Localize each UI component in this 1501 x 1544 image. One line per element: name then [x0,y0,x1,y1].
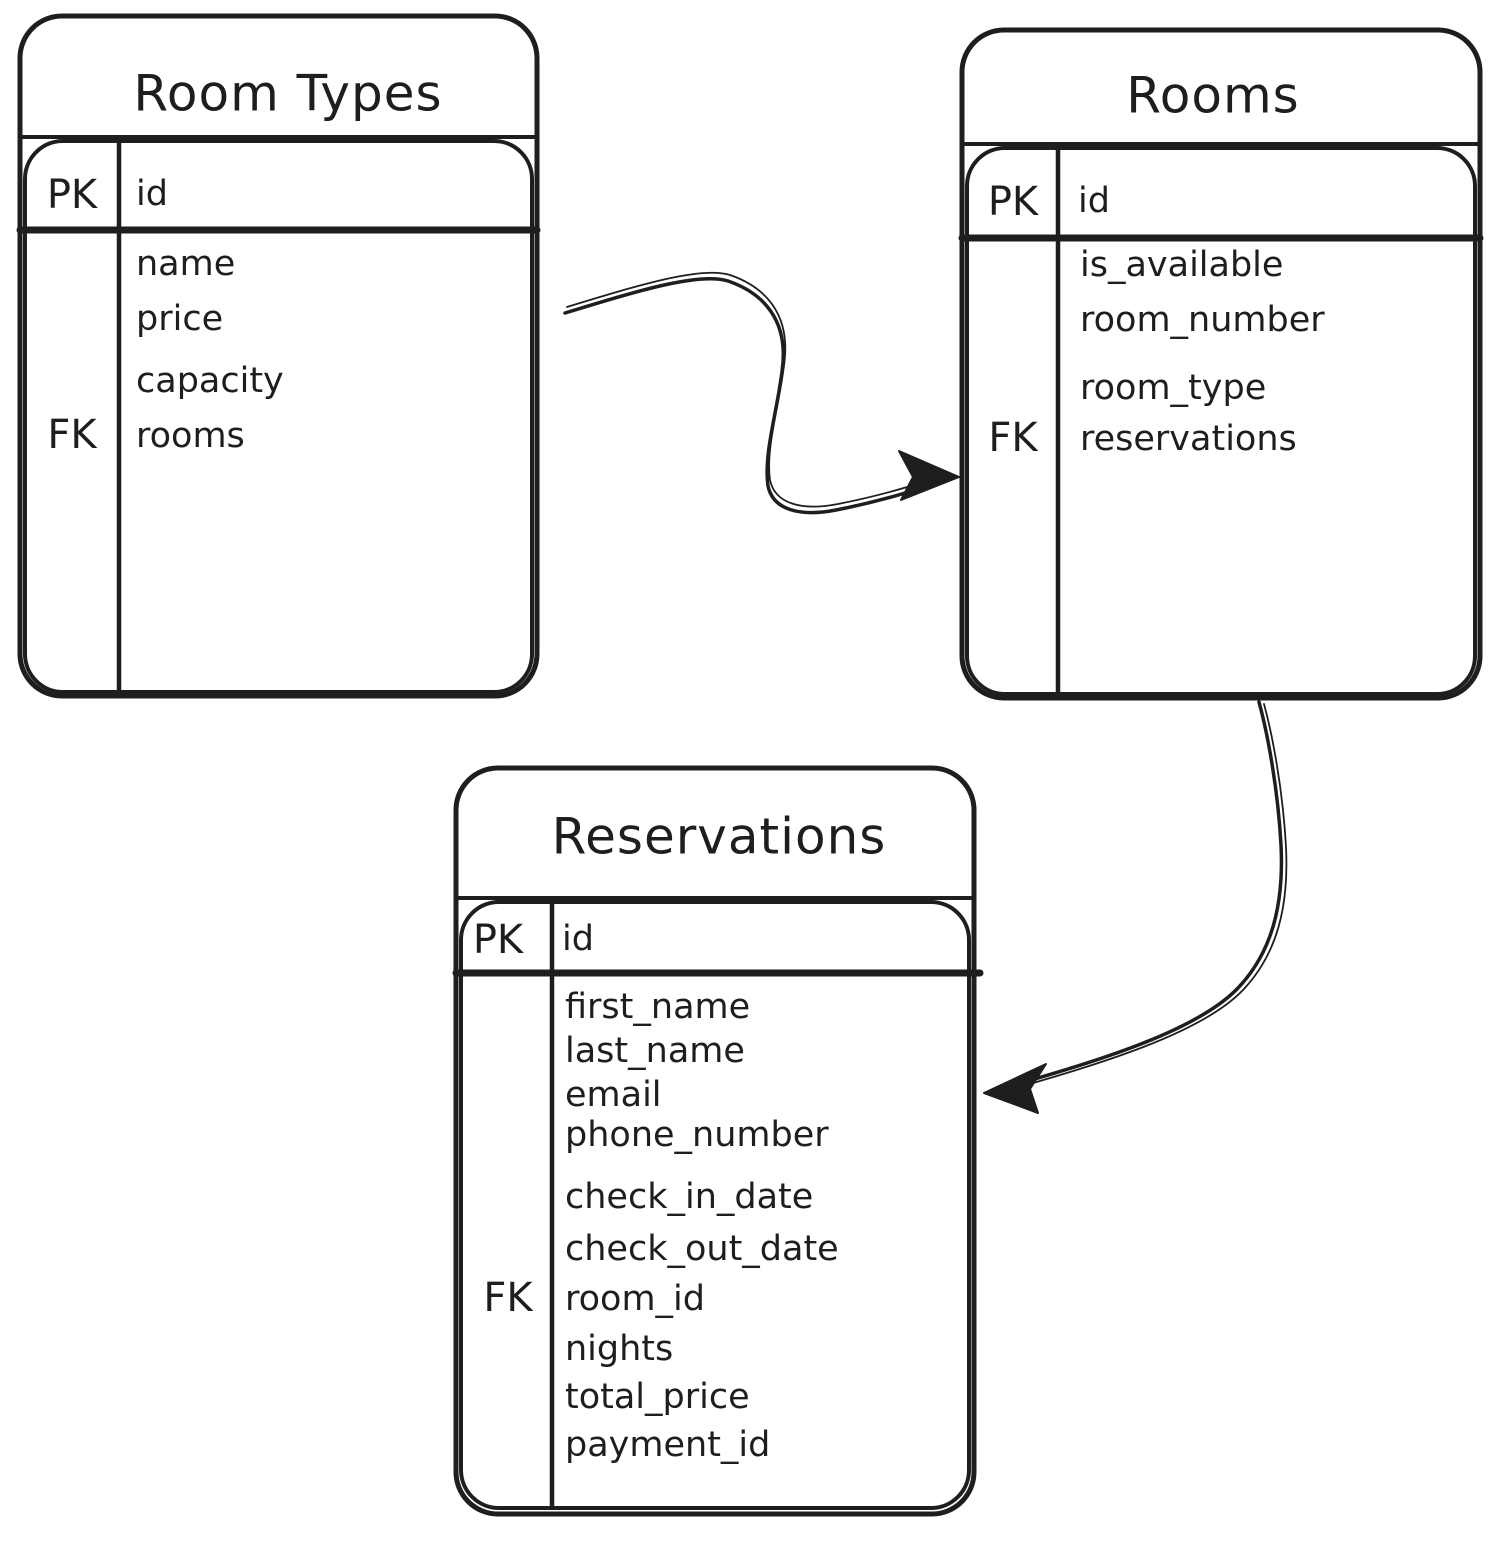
table-reservations: Reservations PK id first_name last_name … [452,765,984,1517]
reservations-field-email: email [565,1075,662,1115]
reservations-field-phone-number: phone_number [565,1115,829,1155]
rooms-field-room-type: room_type [1080,368,1266,408]
room-types-rows-border [23,139,534,694]
reservations-field-first-name: first_name [565,987,750,1027]
rooms-field-room-number: room_number [1080,300,1325,340]
rooms-outer-border [959,27,1483,701]
rooms-fk-label: FK [988,415,1039,461]
reservations-field-check-out-date: check_out_date [565,1229,839,1269]
relationship-rooms-to-reservations [983,700,1288,1114]
room-types-pk-label: PK [47,172,99,218]
rooms-field-is-available: is_available [1080,245,1283,285]
rooms-pk-field: id [1078,181,1110,221]
table-rooms: Rooms PK id is_available room_number roo… [958,27,1484,701]
reservations-outer-border [453,765,977,1517]
room-types-title: Room Types [133,65,442,123]
arrowhead-into-rooms [898,450,960,501]
room-types-field-capacity: capacity [136,361,284,401]
room-types-fk-label: FK [47,412,98,458]
rooms-reservations-connector-sketch-line [1008,703,1288,1091]
reservations-pk-label: PK [473,917,525,963]
reservations-pk-field: id [562,919,594,959]
reservations-field-last-name: last_name [565,1031,745,1071]
room-types-field-price: price [136,299,223,339]
room-types-pk-field: id [136,174,168,214]
arrowhead-into-reservations [983,1063,1047,1114]
rooms-reservations-connector [1002,700,1284,1090]
room-types-field-rooms: rooms [136,416,245,456]
reservations-field-nights: nights [565,1329,673,1369]
reservations-title: Reservations [552,808,887,866]
rooms-title: Rooms [1126,67,1299,125]
reservations-rows-border [459,900,971,1510]
reservations-fk-label: FK [483,1275,534,1321]
reservations-field-check-in-date: check_in_date [565,1177,813,1217]
room-types-field-name: name [136,244,235,284]
rooms-rows-border [965,146,1477,696]
room-types-rooms-connector-sketch-line [566,271,941,508]
reservations-field-payment-id: payment_id [565,1425,770,1465]
relationship-room-types-to-rooms [563,271,960,515]
room-types-outer-border [17,13,540,699]
rooms-field-reservations: reservations [1080,419,1297,459]
rooms-pk-label: PK [988,179,1040,225]
reservations-field-total-price: total_price [565,1377,750,1417]
room-types-rooms-connector [563,276,940,515]
reservations-field-room-id: room_id [565,1279,705,1319]
table-room-types: Room Types PK id name price capacity roo… [16,13,541,699]
